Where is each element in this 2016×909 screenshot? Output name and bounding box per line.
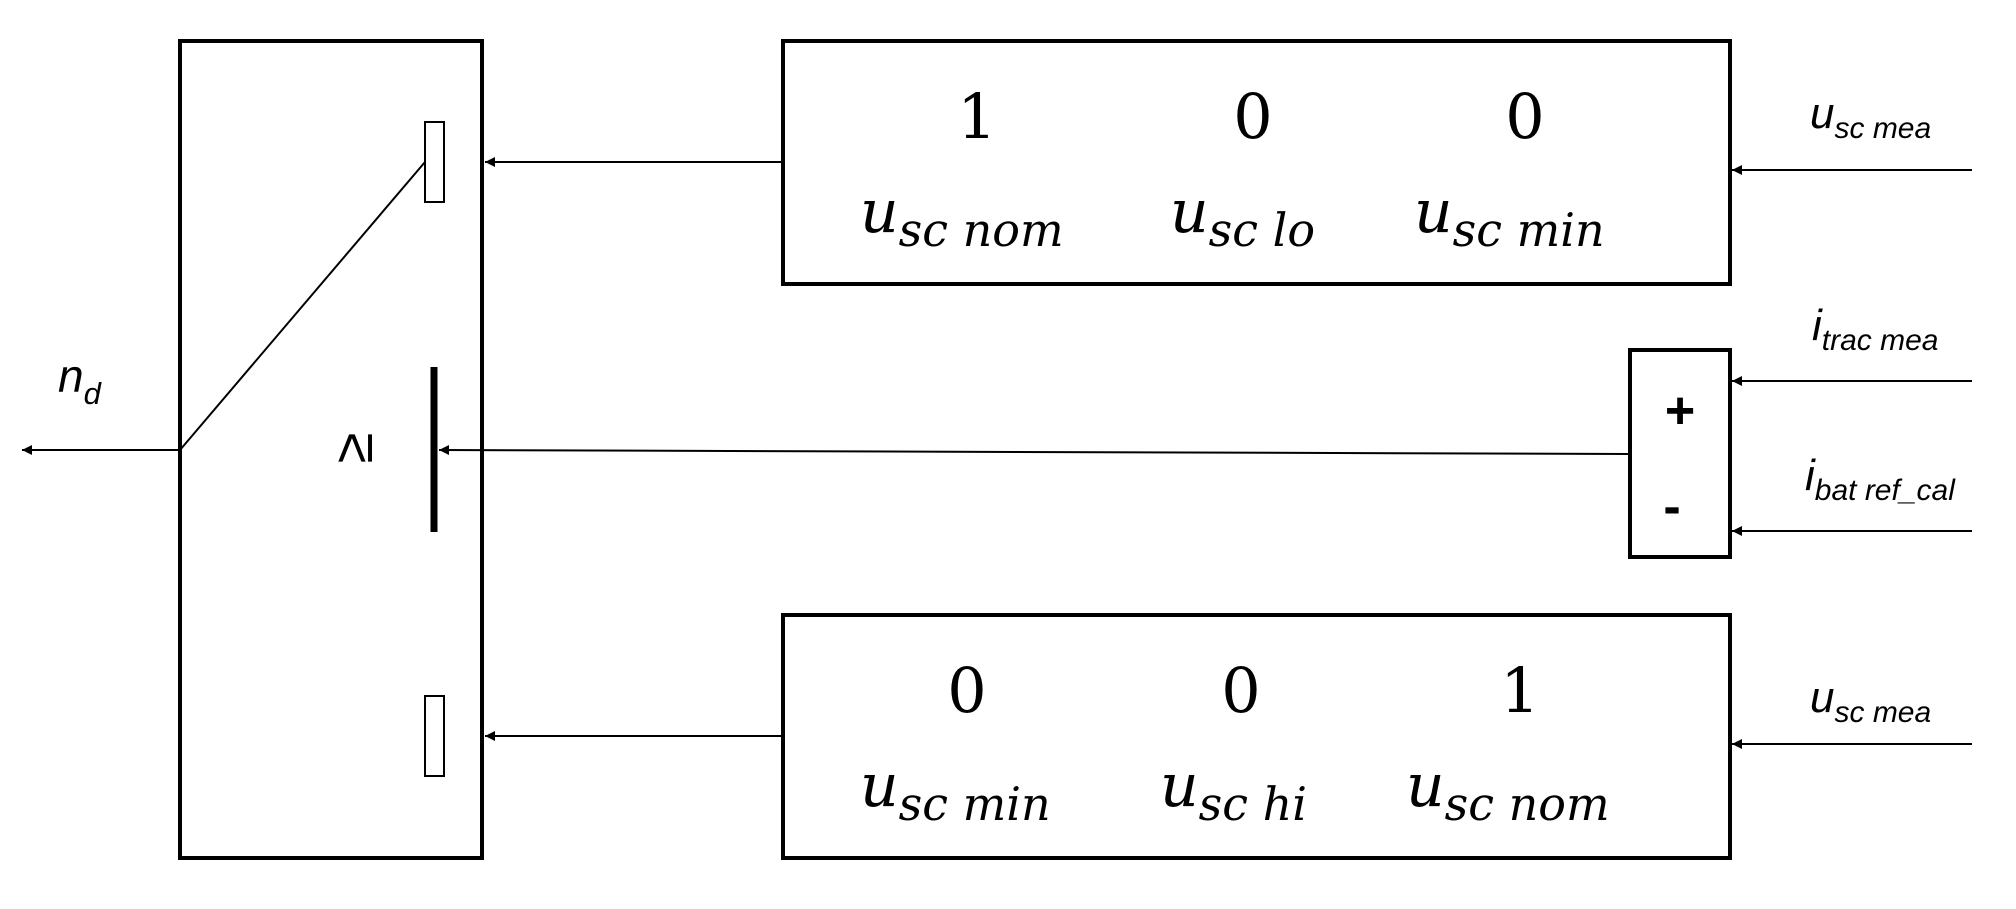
lut-upper-breakpoint-1: usc nom (860, 177, 1064, 257)
lut-lower-breakpoint-1: usc min (860, 751, 1051, 831)
sum-plus-sign: + (1665, 382, 1695, 440)
lut-upper-output-3: 0 (1505, 80, 1544, 153)
switch-block: ≥ (178, 39, 484, 860)
sum-plus-input-label: itrac mea (1812, 301, 1939, 357)
sum-to-threshold-arrow (438, 445, 1631, 456)
switch-port-lower (424, 695, 445, 777)
switch-port-upper (424, 121, 445, 203)
svg-text:itrac mea: itrac mea (1812, 301, 1939, 357)
switch-lever (179, 161, 426, 451)
svg-text:usc mea: usc mea (1810, 673, 1931, 729)
lut-lower-breakpoint-3: usc nom (1406, 751, 1610, 831)
output-label: nd (58, 350, 103, 411)
sum-minus-sign: - (1663, 478, 1680, 536)
lut-lower-breakpoint-2: usc hi (1160, 751, 1307, 831)
lut-lower-output-2: 0 (1221, 654, 1260, 727)
lut-upper-breakpoint-3: usc min (1414, 177, 1605, 257)
threshold-symbol: ≥ (321, 433, 384, 464)
lut-upper-output-1: 1 (957, 80, 996, 153)
lut-lower-output-1: 0 (947, 654, 986, 727)
lut-lower-output-3: 1 (1500, 654, 1539, 727)
lookup-table-lower: 0 0 1 usc min usc hi usc nom (781, 613, 1732, 860)
svg-text:ibat ref_cal: ibat ref_cal (1805, 451, 1956, 507)
sum-minus-input-label: ibat ref_cal (1805, 451, 1956, 507)
lookup-table-upper: 1 0 0 usc nom usc lo usc min (781, 39, 1732, 286)
svg-text:usc mea: usc mea (1810, 89, 1931, 145)
lut-upper-output-2: 0 (1233, 80, 1272, 153)
lut-upper-input-label: usc mea (1810, 89, 1931, 145)
lut-lower-input-label: usc mea (1810, 673, 1931, 729)
lut-upper-breakpoint-2: usc lo (1170, 177, 1315, 257)
sum-block: + - (1628, 348, 1732, 559)
svg-text:nd: nd (58, 350, 103, 411)
